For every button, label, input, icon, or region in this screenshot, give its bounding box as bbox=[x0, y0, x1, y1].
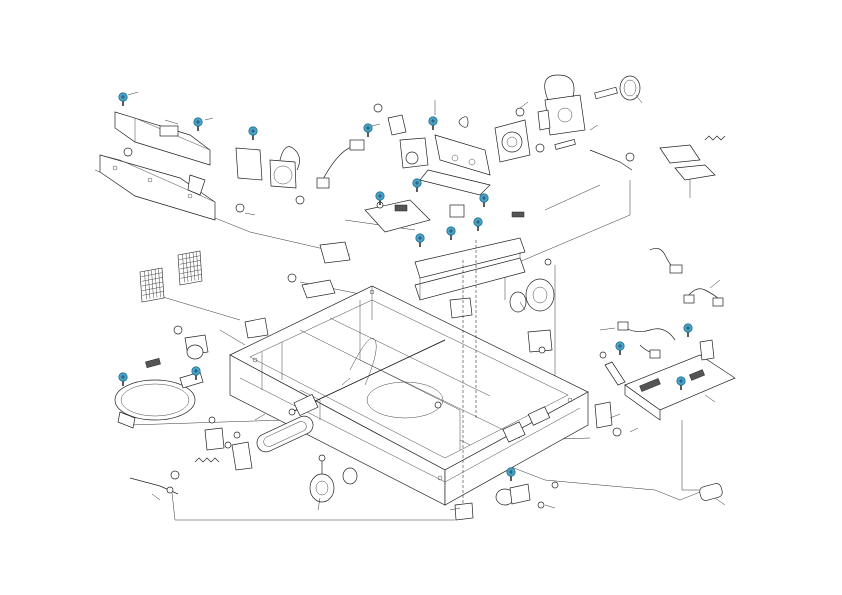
harness-upper bbox=[316, 103, 407, 189]
ring-pulley bbox=[114, 371, 204, 429]
rail-bracket bbox=[414, 204, 526, 319]
main-frame bbox=[229, 285, 589, 506]
highlighted-screw-icon bbox=[506, 467, 516, 481]
pulley-pair bbox=[509, 258, 555, 353]
index-leaders bbox=[127, 91, 726, 511]
highlighted-screw-icon bbox=[615, 341, 625, 355]
stepper-motor bbox=[494, 74, 641, 163]
timing-belt bbox=[256, 415, 314, 453]
upper-right-brackets bbox=[589, 135, 726, 181]
highlighted-screw-icon bbox=[118, 92, 128, 106]
bottom-pulley bbox=[309, 454, 474, 521]
grid-labels bbox=[139, 250, 203, 303]
bottom-motor bbox=[495, 401, 723, 509]
sensor-bracket bbox=[399, 116, 491, 196]
left-parts bbox=[145, 241, 351, 369]
highlighted-screw-icon bbox=[676, 376, 686, 390]
highlighted-screw-icon bbox=[248, 126, 258, 140]
right-harness bbox=[604, 248, 736, 421]
highlighted-screw-icon bbox=[118, 372, 128, 386]
highlighted-screw-icon bbox=[446, 226, 456, 240]
highlighted-screw-icon bbox=[683, 323, 693, 337]
highlighted-screw-icon bbox=[191, 366, 201, 380]
highlighted-screw-icon bbox=[193, 117, 203, 131]
plain-screws bbox=[208, 346, 607, 489]
highlighted-screws bbox=[118, 92, 693, 481]
highlighted-screw-icon bbox=[415, 233, 425, 247]
highlighted-screw-icon bbox=[428, 116, 438, 130]
highlighted-screw-icon bbox=[473, 217, 483, 231]
upper-left-bracket bbox=[99, 111, 245, 221]
fan-assembly bbox=[235, 146, 305, 205]
drive-shaft bbox=[288, 339, 446, 417]
highlighted-screw-icon bbox=[375, 191, 385, 205]
highlighted-screw-icon bbox=[479, 193, 489, 207]
center-pcb bbox=[364, 199, 431, 233]
highlighted-screw-icon bbox=[412, 178, 422, 192]
lower-left-parts bbox=[129, 427, 253, 495]
highlighted-screw-icon bbox=[363, 123, 373, 137]
